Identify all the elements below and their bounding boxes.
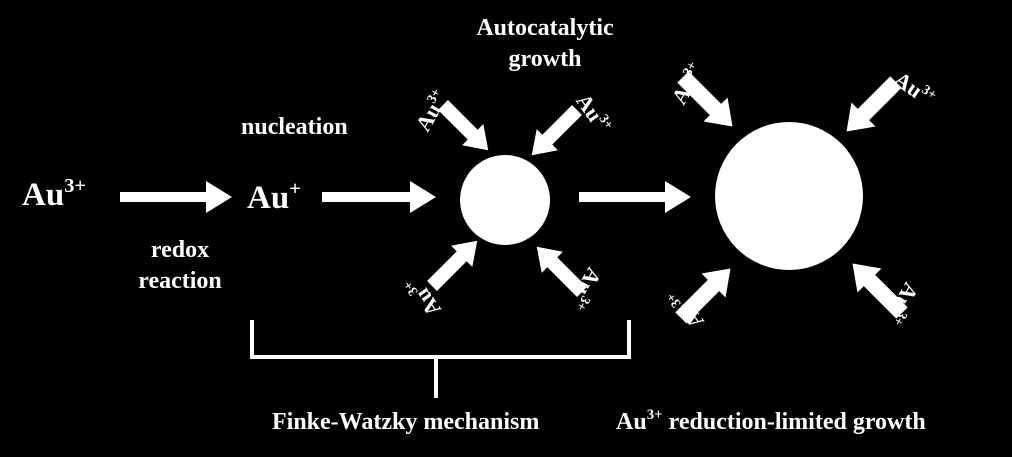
arrow-nucleation <box>322 181 436 213</box>
species-au1-charge: + <box>289 177 301 200</box>
species-au3-symbol: Au <box>22 177 65 213</box>
species-au1-symbol: Au <box>247 180 290 216</box>
redox-label-line2: reaction <box>138 268 222 294</box>
arrow-redox <box>120 181 232 213</box>
species-au1: Au+ <box>247 178 301 216</box>
redox-label-line1: redox <box>150 237 210 263</box>
reduction-limited-symbol: Au <box>616 409 647 435</box>
mechanism-label: Finke-Watzky mechanism <box>272 409 540 435</box>
small-nucleus <box>460 155 550 245</box>
ion-arrow-large-tl <box>677 71 733 127</box>
autocatalytic-label-line2: growth <box>508 46 582 72</box>
ion-arrow-small-br <box>536 246 587 297</box>
reduction-limited-charge: 3+ <box>646 407 663 424</box>
autocatalytic-label-line1: Autocatalytic <box>476 15 614 41</box>
ion-arrow-large-br <box>852 263 908 319</box>
arrow-to-growth <box>579 181 691 213</box>
ion-arrow-small-tl <box>438 100 489 151</box>
redox-label: redox reaction <box>120 238 240 293</box>
ion-arrow-small-tr <box>531 105 582 156</box>
ion-arrow-small-bl <box>427 240 478 291</box>
reduction-limited-label: Au3+ reduction-limited growth <box>616 407 926 435</box>
species-au3-charge: 3+ <box>64 174 87 197</box>
species-au3: Au3+ <box>22 175 86 213</box>
large-particle <box>715 122 863 270</box>
reduction-limited-text: reduction-limited growth <box>662 409 926 435</box>
nucleation-label: nucleation <box>241 114 348 140</box>
autocatalytic-label: Autocatalytic growth <box>455 16 635 71</box>
ion-arrow-large-tr <box>846 76 902 132</box>
ion-arrow-large-bl <box>675 268 731 324</box>
finke-watzky-bracket <box>250 320 631 398</box>
